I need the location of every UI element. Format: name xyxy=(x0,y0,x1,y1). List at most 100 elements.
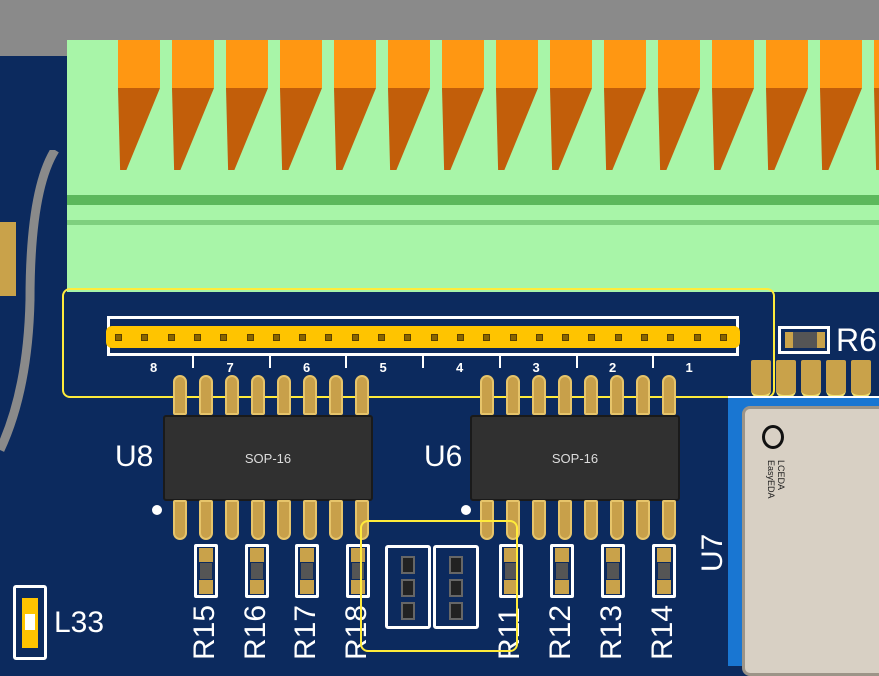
header-pin xyxy=(193,334,201,341)
jumper-right[interactable] xyxy=(433,545,479,629)
header-divider xyxy=(268,354,271,368)
ic-u8[interactable]: SOP-16 xyxy=(163,415,373,501)
module-pad xyxy=(826,360,846,398)
header-pin xyxy=(562,334,570,341)
resistor[interactable] xyxy=(601,544,625,598)
edge-pad xyxy=(0,222,16,296)
header-pin xyxy=(404,334,412,341)
module-pad xyxy=(801,360,821,398)
pin1-dot xyxy=(461,505,471,515)
resistor-r6[interactable] xyxy=(778,326,830,354)
resistor-ref: R13 xyxy=(595,604,628,660)
resistor[interactable] xyxy=(295,544,319,598)
terminal-lever[interactable] xyxy=(118,40,160,170)
ic-package-label: SOP-16 xyxy=(551,450,599,466)
header-divider xyxy=(575,354,578,368)
resistor[interactable] xyxy=(652,544,676,598)
header-group-label: 2 xyxy=(609,360,617,375)
ic-pin xyxy=(506,375,520,415)
terminal-lever[interactable] xyxy=(874,40,879,170)
resistor-ref: R14 xyxy=(646,604,679,660)
terminal-stripe xyxy=(67,220,879,225)
module-u7[interactable] xyxy=(728,396,879,676)
ic-u6[interactable]: SOP-16 xyxy=(470,415,680,501)
easyeda-logo-icon xyxy=(762,425,784,449)
enclosure-top xyxy=(0,0,879,40)
ic-pin xyxy=(199,500,213,540)
terminal-lever[interactable] xyxy=(442,40,484,170)
ic-pin xyxy=(251,375,265,415)
ic-pin xyxy=(558,375,572,415)
ref-u6: U6 xyxy=(424,440,463,473)
ic-pin xyxy=(662,500,676,540)
terminal-lever[interactable] xyxy=(280,40,322,170)
resistor[interactable] xyxy=(550,544,574,598)
header-pin xyxy=(246,334,254,341)
header-group-label: 8 xyxy=(150,360,158,375)
ref-u8: U8 xyxy=(115,440,154,473)
header-pin xyxy=(719,334,727,341)
header-pin xyxy=(430,334,438,341)
ic-pin xyxy=(173,375,187,415)
ic-pin xyxy=(329,375,343,415)
cable-arc xyxy=(0,150,59,452)
ic-pin xyxy=(610,500,624,540)
terminal-stripe xyxy=(67,195,879,205)
header-divider xyxy=(192,354,194,368)
ic-pin xyxy=(303,500,317,540)
ic-pin xyxy=(225,500,239,540)
ic-pin xyxy=(251,500,265,540)
inductor-l33[interactable] xyxy=(13,585,47,660)
ic-pin xyxy=(662,375,676,415)
terminal-lever[interactable] xyxy=(658,40,700,170)
resistor[interactable] xyxy=(499,544,523,598)
header-pin xyxy=(351,334,359,341)
ref-l33: L33 xyxy=(54,606,105,639)
header-divider xyxy=(422,354,425,368)
ref-r6: R6 xyxy=(836,322,877,358)
module-pad xyxy=(776,360,796,398)
terminal-lever[interactable] xyxy=(712,40,754,170)
header-pin xyxy=(115,334,122,341)
header-group-label: 5 xyxy=(379,360,387,375)
terminal-lever[interactable] xyxy=(820,40,862,170)
terminal-lever[interactable] xyxy=(496,40,538,170)
resistor[interactable] xyxy=(245,544,269,598)
ic-pin xyxy=(329,500,343,540)
ic-pin xyxy=(225,375,239,415)
terminal-lever[interactable] xyxy=(388,40,430,170)
header-pin xyxy=(509,334,517,341)
ic-pin xyxy=(636,375,650,415)
header-group-label: 6 xyxy=(303,360,311,375)
terminal-lever[interactable] xyxy=(604,40,646,170)
header-pin xyxy=(588,334,596,341)
ic-pin xyxy=(532,375,546,415)
terminal-lever[interactable] xyxy=(766,40,808,170)
selection-outline xyxy=(62,288,775,398)
resistor-ref: R16 xyxy=(239,604,272,660)
resistor-ref: R17 xyxy=(289,604,322,660)
ic-pin xyxy=(480,375,494,415)
ic-pin xyxy=(277,500,291,540)
resistor-ref: R12 xyxy=(544,604,577,660)
header-pin xyxy=(325,334,333,341)
header-pin xyxy=(167,334,175,341)
ic-pin xyxy=(303,375,317,415)
resistor[interactable] xyxy=(194,544,218,598)
terminal-lever[interactable] xyxy=(334,40,376,170)
pin1-dot xyxy=(152,505,162,515)
ic-pin xyxy=(173,500,187,540)
jumper-left[interactable] xyxy=(385,545,431,629)
terminal-lever[interactable] xyxy=(226,40,268,170)
jumper-outline xyxy=(360,520,518,652)
terminal-lever[interactable] xyxy=(172,40,214,170)
header-pin xyxy=(272,334,280,341)
terminal-lever[interactable] xyxy=(550,40,592,170)
ic-pin xyxy=(355,375,369,415)
module-pad xyxy=(851,360,871,398)
ic-pin xyxy=(277,375,291,415)
header-pin xyxy=(535,334,543,341)
header-pin xyxy=(299,334,307,341)
header-pin xyxy=(693,334,701,341)
